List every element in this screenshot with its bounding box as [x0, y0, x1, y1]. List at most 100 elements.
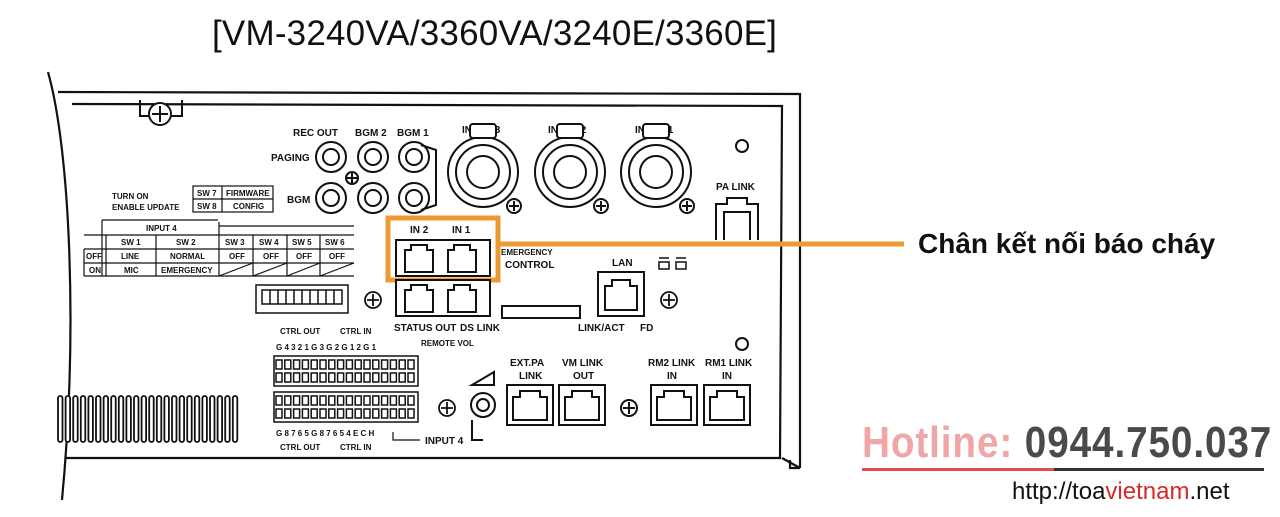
emergency-control-ports[interactable]	[395, 239, 491, 277]
vent-slot	[133, 395, 140, 443]
terminal-screw[interactable]	[319, 359, 327, 370]
xlr-jack[interactable]	[620, 123, 695, 214]
terminal-slot	[372, 372, 380, 383]
rca-jack[interactable]	[315, 141, 347, 173]
terminal-screw[interactable]	[275, 359, 283, 370]
terminal-screw[interactable]	[275, 395, 283, 406]
terminal-block[interactable]	[273, 355, 419, 387]
remote-vol-knob[interactable]	[468, 370, 496, 441]
terminal-screw[interactable]	[398, 359, 406, 370]
top-pin-labels: G 4 3 2 1 G 3 G 2 G 1 2 G 1	[276, 343, 377, 352]
rm2-link-in-port[interactable]	[650, 384, 698, 426]
rca-jack[interactable]	[315, 182, 347, 214]
hotline-number: 0944.750.037	[1024, 418, 1273, 467]
bgm-label: BGM	[287, 195, 310, 206]
terminal-screw[interactable]	[389, 395, 398, 406]
terminal-screw[interactable]	[372, 359, 380, 370]
fd-label: FD	[640, 323, 653, 334]
terminal-slot	[345, 408, 354, 419]
vent-slot	[95, 395, 102, 443]
terminal-screw[interactable]	[292, 359, 301, 370]
terminal-screw[interactable]	[310, 359, 318, 370]
input4-switch-table	[83, 219, 355, 277]
vm-link-out-port[interactable]	[558, 384, 606, 426]
rca-jack[interactable]	[357, 182, 389, 214]
vent-slot	[171, 395, 178, 443]
terminal-slot	[389, 372, 398, 383]
table-cell: EMERGENCY	[161, 266, 213, 275]
card-slot	[501, 305, 581, 319]
vent-slot	[201, 395, 208, 443]
emergency-label: EMERGENCY	[501, 248, 553, 257]
terminal-screw[interactable]	[354, 359, 362, 370]
terminal-slot	[275, 408, 283, 419]
website-url[interactable]: http://toavietnam.net	[1012, 478, 1230, 506]
terminal-screw[interactable]	[380, 359, 389, 370]
terminal-slot	[284, 372, 292, 383]
table-cell: OFF	[329, 252, 345, 261]
vent-slot	[193, 395, 201, 443]
input4-label: INPUT 4	[425, 436, 464, 447]
rca-jack[interactable]	[357, 141, 389, 173]
terminal-screw[interactable]	[398, 395, 406, 406]
table-col: SW 4	[259, 238, 279, 247]
terminal-screw[interactable]	[345, 359, 354, 370]
dip-switch[interactable]	[255, 284, 349, 314]
terminal-screw[interactable]	[354, 395, 362, 406]
terminal-slot	[319, 372, 327, 383]
terminal-screw[interactable]	[284, 359, 292, 370]
terminal-screw[interactable]	[407, 359, 415, 370]
terminal-screw[interactable]	[319, 395, 327, 406]
terminal-screw[interactable]	[301, 359, 310, 370]
rm1-link-in-port[interactable]	[703, 384, 751, 426]
terminal-screw[interactable]	[284, 395, 292, 406]
terminal-screw[interactable]	[389, 359, 398, 370]
xlr-jack[interactable]	[534, 123, 609, 214]
terminal-screw[interactable]	[328, 395, 336, 406]
terminal-slot	[407, 408, 415, 419]
xlr-jack[interactable]	[447, 123, 522, 214]
terminal-screw[interactable]	[372, 395, 380, 406]
terminal-slot	[407, 372, 415, 383]
terminal-slot	[336, 408, 345, 419]
terminal-block[interactable]	[273, 391, 419, 423]
ext-pa-label: EXT.PA	[510, 358, 544, 369]
terminal-screw[interactable]	[336, 359, 345, 370]
bottom-pin-labels: G 8 7 6 5 G 8 7 6 5 4 E C H	[276, 429, 374, 438]
sw8-label: SW 8	[197, 202, 217, 211]
bgm2-label: BGM 2	[355, 128, 387, 139]
lan-label: LAN	[612, 258, 633, 269]
terminal-screw[interactable]	[345, 395, 354, 406]
lan-port[interactable]	[597, 271, 645, 317]
table-cell: OFF	[86, 252, 102, 261]
terminal-slot	[380, 372, 389, 383]
in1-label: IN 1	[452, 225, 471, 236]
terminal-screw[interactable]	[328, 359, 336, 370]
terminal-screw[interactable]	[336, 395, 345, 406]
status-ds-ports[interactable]	[395, 279, 491, 317]
terminal-screw[interactable]	[292, 395, 301, 406]
firmware-label: FIRMWARE	[226, 189, 270, 198]
terminal-screw[interactable]	[363, 395, 371, 406]
rca-jacks	[315, 141, 437, 214]
screw-icon	[438, 399, 456, 417]
vent-slot	[148, 395, 155, 443]
bgm1-label: BGM 1	[397, 128, 429, 139]
table-cell: NORMAL	[170, 252, 205, 261]
terminal-screw[interactable]	[301, 395, 310, 406]
ext-pa-link-port[interactable]	[506, 384, 554, 426]
terminal-screw[interactable]	[380, 395, 389, 406]
rca-jack[interactable]	[398, 182, 430, 214]
terminal-screw[interactable]	[407, 395, 415, 406]
table-cell: OFF	[263, 252, 279, 261]
terminal-screw[interactable]	[310, 395, 318, 406]
rm2-in-label: IN	[667, 371, 677, 382]
sw-legend-table	[192, 185, 274, 213]
vent-slot	[57, 395, 64, 443]
vm-link-label: VM LINK	[562, 358, 604, 369]
ds-link-label: DS LINK	[460, 323, 501, 334]
terminal-screw[interactable]	[363, 359, 371, 370]
pa-link-port[interactable]	[715, 197, 759, 240]
rca-jack[interactable]	[398, 141, 430, 173]
terminal-slot	[389, 408, 398, 419]
